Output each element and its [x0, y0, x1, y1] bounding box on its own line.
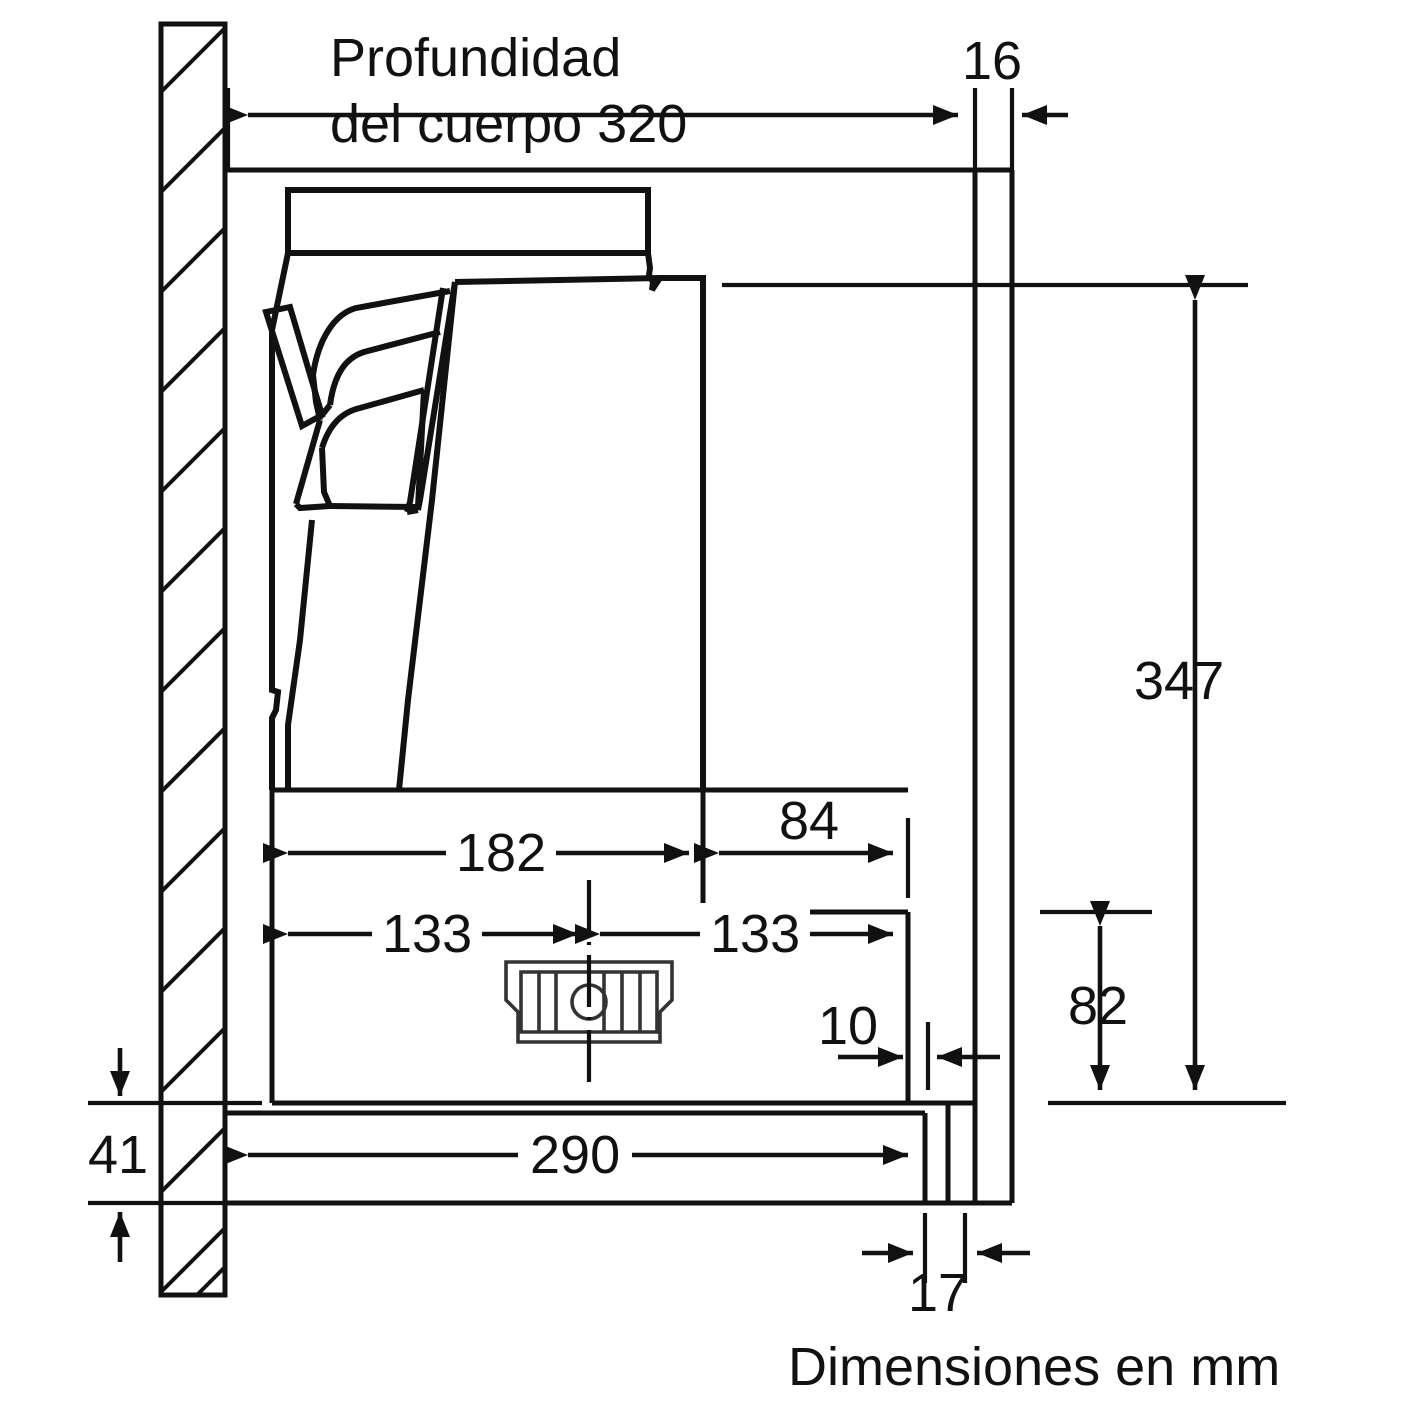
dimension-347	[722, 275, 1286, 1106]
dimension-84-label: 84	[779, 791, 840, 851]
dimension-347-label: 347	[1134, 651, 1225, 711]
hood-body-outline	[269, 187, 706, 791]
dimension-41	[88, 1048, 262, 1262]
filter-flap-detail	[262, 281, 458, 515]
body-depth-label: Profundidad del cuerpo 320	[330, 26, 1030, 158]
dimension-body-depth-320	[223, 88, 958, 170]
dimension-133-left-label: 133	[372, 903, 483, 965]
outer-envelope	[222, 167, 1015, 1206]
dimension-16	[972, 88, 1068, 170]
dimension-82	[1040, 901, 1152, 1090]
body-depth-label-line2: del cuerpo 320	[330, 93, 688, 154]
dimension-10-label: 10	[818, 996, 879, 1056]
dimension-17-label: 17	[908, 1263, 969, 1323]
dimension-133-right-label: 133	[700, 903, 811, 965]
dimension-290-label: 290	[518, 1124, 633, 1186]
dimension-16-label: 16	[962, 31, 1023, 91]
dimension-84	[694, 818, 911, 898]
dimension-17	[862, 1213, 1030, 1283]
dimension-10	[838, 1022, 1000, 1090]
dimension-82-label: 82	[1068, 976, 1129, 1036]
dimension-41-label: 41	[88, 1125, 149, 1185]
dimension-182-label: 182	[446, 822, 557, 884]
wall-hatching	[159, 26, 227, 1297]
body-depth-label-line1: Profundidad	[330, 28, 622, 88]
footer-note: Dimensiones en mm	[788, 1337, 1281, 1397]
